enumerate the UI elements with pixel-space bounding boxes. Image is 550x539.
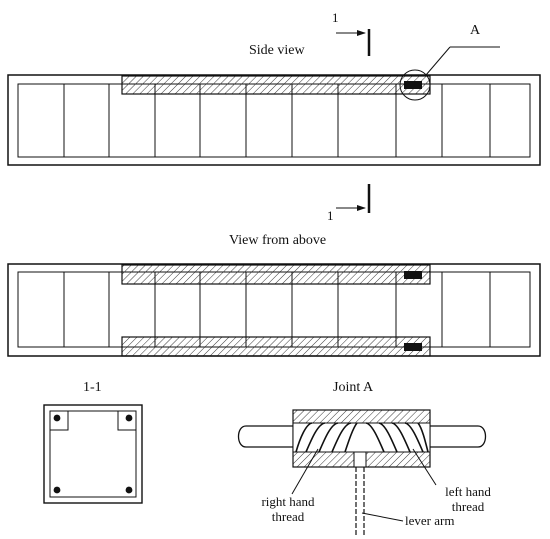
rod-right bbox=[430, 425, 487, 448]
right-hand-thread-label: right hand thread bbox=[249, 494, 327, 524]
side-view-reinforcing-sleeve bbox=[121, 75, 431, 95]
left-hand-thread-coils bbox=[365, 422, 429, 453]
lever-arm-slot bbox=[353, 451, 367, 468]
joint-a-detail bbox=[237, 409, 487, 535]
above-view-coupler-top bbox=[404, 271, 422, 279]
lever-arm-leader bbox=[361, 512, 404, 522]
section-cut-marker-top bbox=[336, 29, 371, 56]
rebar-bottom-left bbox=[53, 486, 61, 494]
side-view-thread-coupler bbox=[404, 81, 422, 89]
above-view-sleeve-top bbox=[121, 264, 431, 285]
right-thread-leader bbox=[291, 448, 319, 495]
section-mark-label-top: 1 bbox=[332, 10, 339, 25]
section-inner-square bbox=[49, 410, 137, 498]
coupler-bore bbox=[292, 422, 431, 453]
view-from-above bbox=[7, 263, 541, 357]
section-title: 1-1 bbox=[83, 380, 102, 395]
detail-circle-a bbox=[399, 69, 431, 101]
left-thread-leader bbox=[412, 448, 437, 486]
above-view-coupler-bottom bbox=[404, 343, 422, 351]
joint-title: Joint A bbox=[333, 380, 374, 395]
section-outer-square bbox=[43, 404, 143, 504]
above-view-title: View from above bbox=[229, 233, 327, 248]
lever-arm-label: lever arm bbox=[405, 513, 455, 528]
above-view-sleeve-bottom bbox=[121, 336, 431, 357]
detail-leader-line bbox=[425, 46, 451, 76]
section-corner-notch-left bbox=[50, 411, 69, 431]
side-view-inner-frame bbox=[17, 83, 531, 158]
rebar-top-left bbox=[53, 414, 61, 422]
section-cut-marker-bottom bbox=[336, 184, 371, 213]
rod-left bbox=[237, 425, 293, 448]
side-view bbox=[7, 46, 541, 166]
section-corner-notch-right bbox=[117, 411, 136, 431]
left-hand-thread-line-2: thread bbox=[451, 499, 485, 514]
side-view-outer-frame bbox=[7, 74, 541, 166]
right-hand-thread-coils bbox=[295, 422, 358, 453]
side-view-title: Side view bbox=[249, 43, 305, 58]
rebar-top-right bbox=[125, 414, 133, 422]
side-view-stirrups bbox=[63, 84, 491, 157]
right-hand-thread-line-2: thread bbox=[271, 509, 305, 524]
rebar-bottom-right bbox=[125, 486, 133, 494]
left-hand-thread-line-1: left hand bbox=[445, 484, 491, 499]
section-1-1 bbox=[43, 404, 143, 504]
left-hand-thread-label: left hand thread bbox=[432, 484, 504, 514]
right-hand-thread-line-1: right hand bbox=[261, 494, 315, 509]
detail-mark-label: A bbox=[470, 23, 481, 38]
section-mark-label-bottom: 1 bbox=[327, 208, 334, 223]
